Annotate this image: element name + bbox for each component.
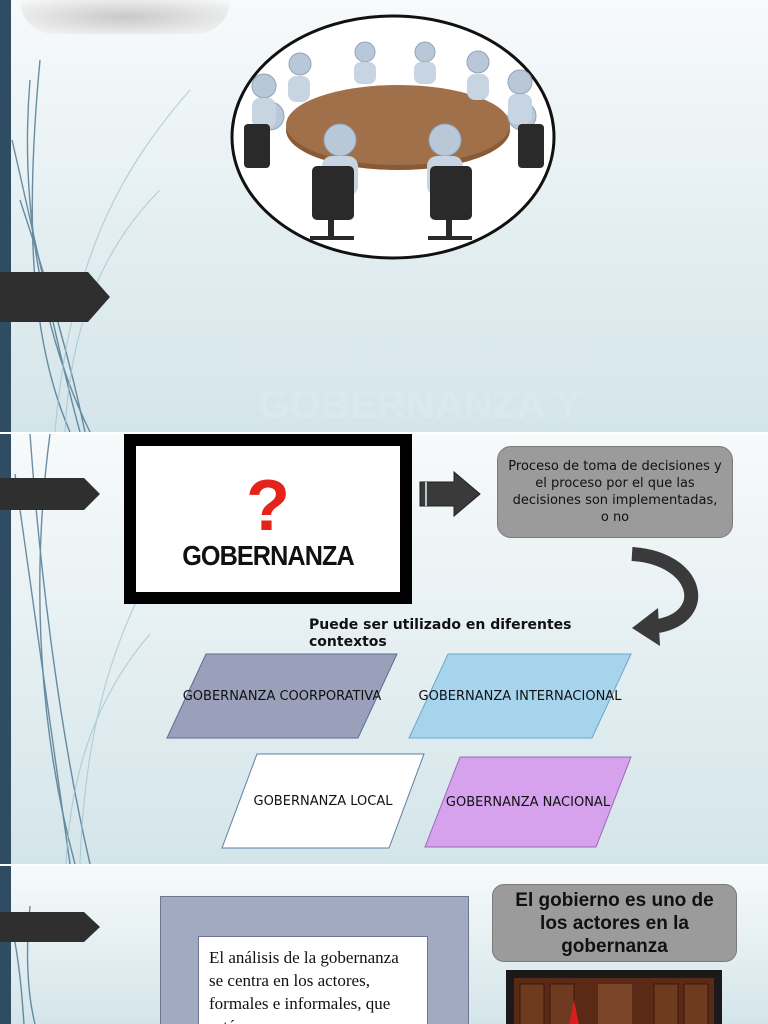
- slide-separator: [0, 432, 768, 434]
- slide-1: BUEN GOBIERNO: GOBERNANZA Y: [0, 0, 768, 432]
- type-local-label: GOBERNANZA LOCAL: [253, 793, 393, 809]
- arrow-tab-3: [0, 912, 100, 942]
- arrow-tab-1: [0, 272, 110, 322]
- type-internacional-label: GOBERNANZA INTERNACIONAL: [418, 688, 622, 704]
- curved-arrow-icon: [631, 547, 699, 646]
- type-corporativa: GOBERNANZA COORPORATIVA: [166, 653, 398, 739]
- definition-box: Proceso de toma de decisiones y el proce…: [497, 446, 733, 538]
- analysis-text: El análisis de la gobernanza se centra e…: [198, 936, 428, 1024]
- slide-title: BUEN GOBIERNO: GOBERNANZA Y: [242, 333, 598, 427]
- decorative-curves: [11, 59, 191, 432]
- slide-3: El análisis de la gobernanza se centra e…: [0, 866, 768, 1024]
- contexts-label: Puede ser utilizado en diferentes contex…: [309, 617, 572, 650]
- question-mark: ?: [246, 466, 290, 546]
- left-accent-bar: [0, 434, 11, 864]
- left-accent-bar: [0, 866, 11, 1024]
- actors-box: El gobierno es uno de los actores en la …: [492, 884, 737, 962]
- gobernanza-image: ? GOBERNANZA: [124, 434, 412, 604]
- type-nacional: GOBERNANZA NACIONAL: [424, 756, 632, 848]
- slide-separator: [0, 864, 768, 866]
- type-internacional: GOBERNANZA INTERNACIONAL: [408, 653, 632, 739]
- gobernanza-word: GOBERNANZA: [182, 540, 355, 571]
- meeting-illustration: [230, 14, 556, 260]
- slide-2: ? GOBERNANZA Proceso de toma de decision…: [0, 434, 768, 864]
- arrow-tab-2: [0, 478, 100, 510]
- right-arrow-icon: [419, 470, 481, 518]
- corner-shadow: [20, 0, 230, 34]
- left-accent-bar: [0, 0, 11, 432]
- type-local: GOBERNANZA LOCAL: [221, 753, 425, 849]
- congress-photo: [506, 970, 722, 1024]
- type-nacional-label: GOBERNANZA NACIONAL: [445, 794, 611, 810]
- type-corporativa-label: GOBERNANZA COORPORATIVA: [182, 688, 382, 704]
